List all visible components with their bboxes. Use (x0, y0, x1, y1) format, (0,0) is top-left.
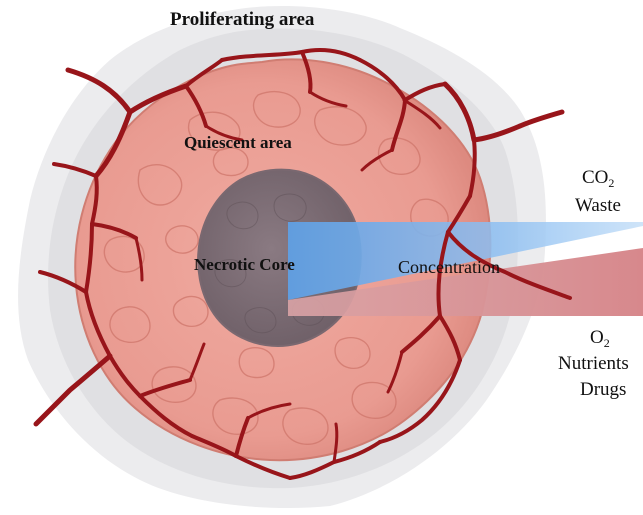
concentration-label: Concentration (398, 258, 500, 276)
drugs-label: Drugs (580, 380, 626, 399)
co2-label: CO2 (582, 168, 614, 189)
proliferating-area-label: Proliferating area (170, 10, 314, 29)
co2-base: CO (582, 167, 608, 188)
o2-base: O (590, 327, 604, 348)
quiescent-area-label: Quiescent area (184, 134, 292, 151)
waste-label: Waste (575, 196, 621, 215)
nutrients-label: Nutrients (558, 354, 629, 373)
co2-subscript: 2 (608, 176, 614, 190)
o2-label: O2 (590, 328, 610, 349)
o2-subscript: 2 (604, 336, 610, 350)
necrotic-core-label: Necrotic Core (194, 256, 295, 273)
